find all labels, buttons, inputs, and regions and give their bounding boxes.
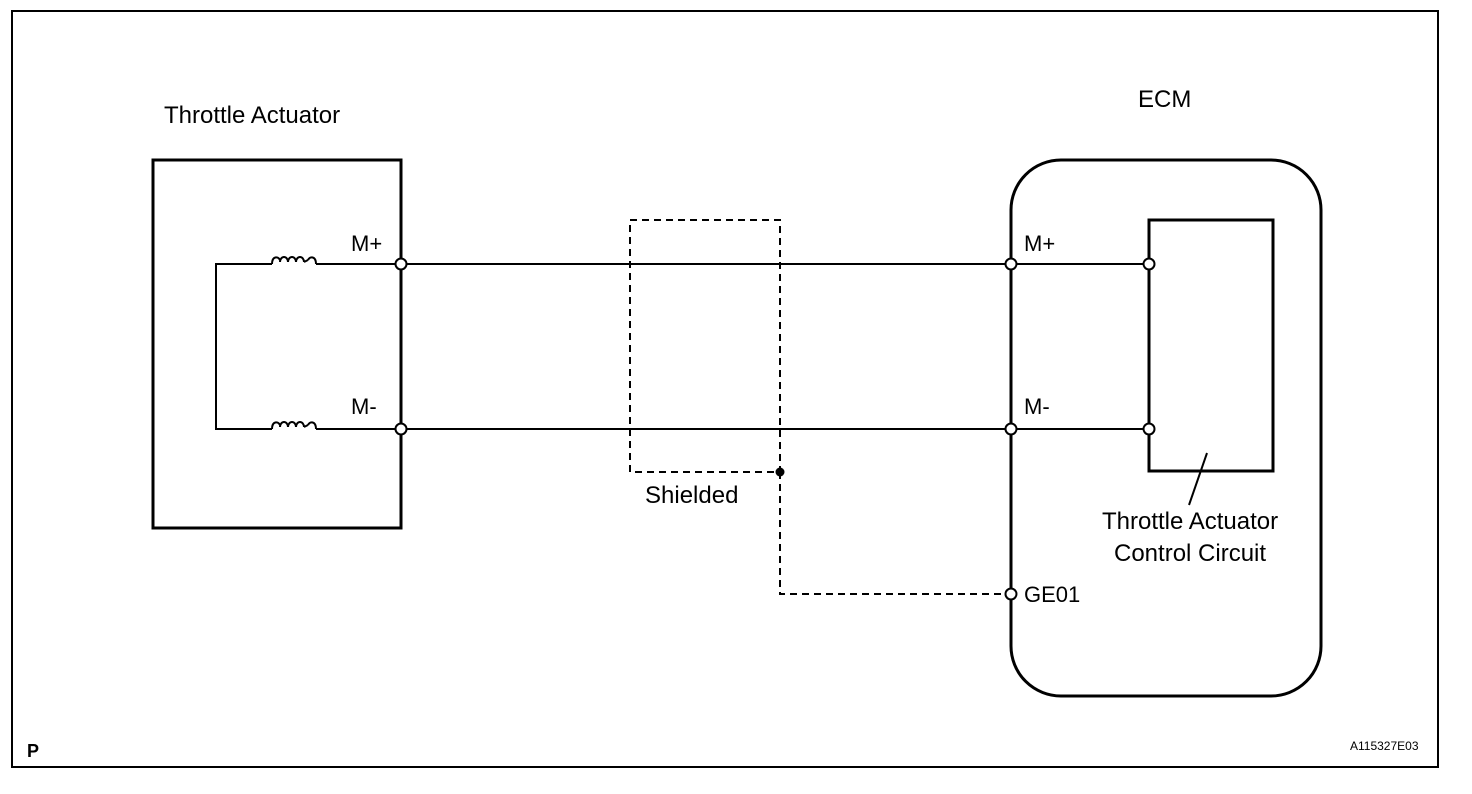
- ecm-pin-ground-label: GE01: [1024, 582, 1080, 607]
- diagram-frame: [11, 10, 1439, 768]
- coil-lower-icon: [271, 421, 317, 430]
- circuit-leader-line: [1188, 452, 1208, 506]
- actuator-pin-minus-label: M-: [351, 394, 377, 419]
- terminal-ecm-ground: [1004, 587, 1018, 601]
- terminal-actuator-plus: [394, 257, 408, 271]
- actuator-internal-loop: [215, 263, 272, 430]
- ecm-circuit-label-line2: Control Circuit: [1114, 540, 1266, 567]
- ecm-title: ECM: [1138, 86, 1191, 113]
- ecm-control-circuit-box: [1147, 218, 1275, 473]
- shield-drain-wire: [779, 472, 1005, 595]
- actuator-box: [151, 158, 403, 530]
- corner-mark: P: [27, 741, 39, 761]
- shield-label: Shielded: [645, 482, 738, 509]
- ecm-pin-plus-label: M+: [1024, 231, 1055, 256]
- ecm-pin-minus-label: M-: [1024, 394, 1050, 419]
- shield-junction-dot: [775, 467, 785, 477]
- terminal-ecm-plus: [1004, 257, 1018, 271]
- coil-upper-icon: [271, 256, 317, 265]
- figure-code: A115327E03: [1350, 739, 1419, 753]
- terminal-circuit-minus: [1142, 422, 1156, 436]
- terminal-actuator-minus: [394, 422, 408, 436]
- ecm-circuit-label-line1: Throttle Actuator: [1102, 508, 1278, 535]
- actuator-title: Throttle Actuator: [164, 102, 340, 129]
- terminal-ecm-minus: [1004, 422, 1018, 436]
- actuator-pin-plus-label: M+: [351, 231, 382, 256]
- shield-outline: [629, 219, 781, 473]
- terminal-circuit-plus: [1142, 257, 1156, 271]
